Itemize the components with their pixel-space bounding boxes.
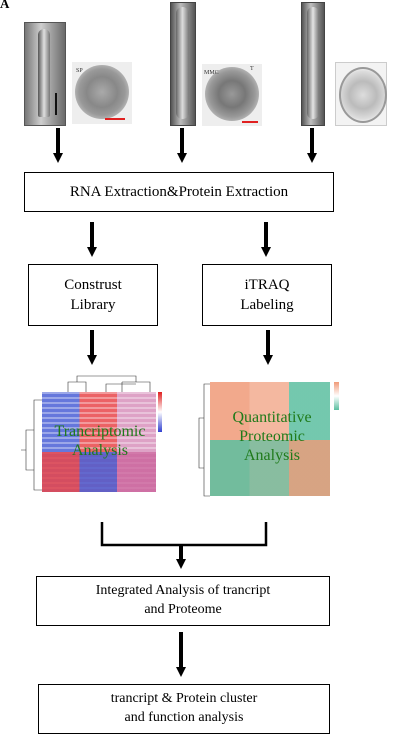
proteomic-label-line2: Proteomic: [239, 428, 305, 446]
transcriptomic-label-line2: Analysis: [72, 442, 128, 460]
anther-sem-image-3: [301, 2, 325, 126]
itraq-labeling-box: iTRAQ Labeling: [202, 264, 332, 326]
integrated-analysis-line2: and Proteome: [144, 602, 222, 617]
rna-protein-extraction-box: RNA Extraction&Protein Extraction: [24, 172, 334, 212]
cross-section-image-3: [335, 62, 387, 126]
proteomic-heatmap: Quantitative Proteomic Analysis: [196, 378, 346, 518]
construct-library-box: Construst Library: [28, 264, 158, 326]
t-label: T: [250, 66, 254, 72]
cross-section-image-2: MMC T: [202, 64, 262, 126]
anther-sem-image-1: [24, 22, 66, 126]
transcriptomic-heatmap: Trancriptomic Analysis: [18, 370, 168, 510]
proteomic-heat-lower: [210, 440, 330, 496]
cluster-function-box: trancript & Protein cluster and function…: [38, 684, 330, 734]
cluster-function-line2: and function analysis: [124, 710, 244, 725]
integrated-analysis-box: Integrated Analysis of trancript and Pro…: [36, 576, 330, 626]
transcriptomic-label-line1: Trancriptomic: [54, 423, 146, 440]
cross-section-image-1: SP: [72, 62, 132, 124]
itraq-labeling-line1: iTRAQ: [244, 276, 290, 293]
mmc-label: MMC: [204, 70, 219, 76]
rna-protein-extraction-label: RNA Extraction&Protein Extraction: [69, 183, 289, 200]
transcriptomic-heat-lower: [42, 452, 156, 492]
proteomic-label-line3: Analysis: [244, 447, 300, 465]
construct-library-line1: Construst: [64, 276, 122, 293]
panel-label: A: [0, 0, 10, 11]
cluster-function-line1: trancript & Protein cluster: [110, 691, 258, 707]
construct-library-line2: Library: [70, 297, 116, 313]
transcriptomic-color-key: [158, 392, 162, 432]
proteomic-label-line1: Quantitative: [232, 409, 312, 426]
sp-label: SP: [76, 68, 83, 74]
integrated-analysis-line1: Integrated Analysis of trancript: [95, 583, 271, 599]
anther-sem-image-2: [170, 2, 196, 126]
proteomic-color-key: [334, 382, 339, 410]
proteomic-dendrogram: [198, 383, 210, 497]
transcriptomic-dendrogram: [21, 375, 151, 491]
transcriptomic-overlay-text: Trancriptomic Analysis: [40, 422, 160, 460]
itraq-labeling-line2: Labeling: [240, 297, 294, 313]
merge-bracket: [100, 522, 268, 547]
proteomic-overlay-text: Quantitative Proteomic Analysis: [210, 408, 334, 466]
